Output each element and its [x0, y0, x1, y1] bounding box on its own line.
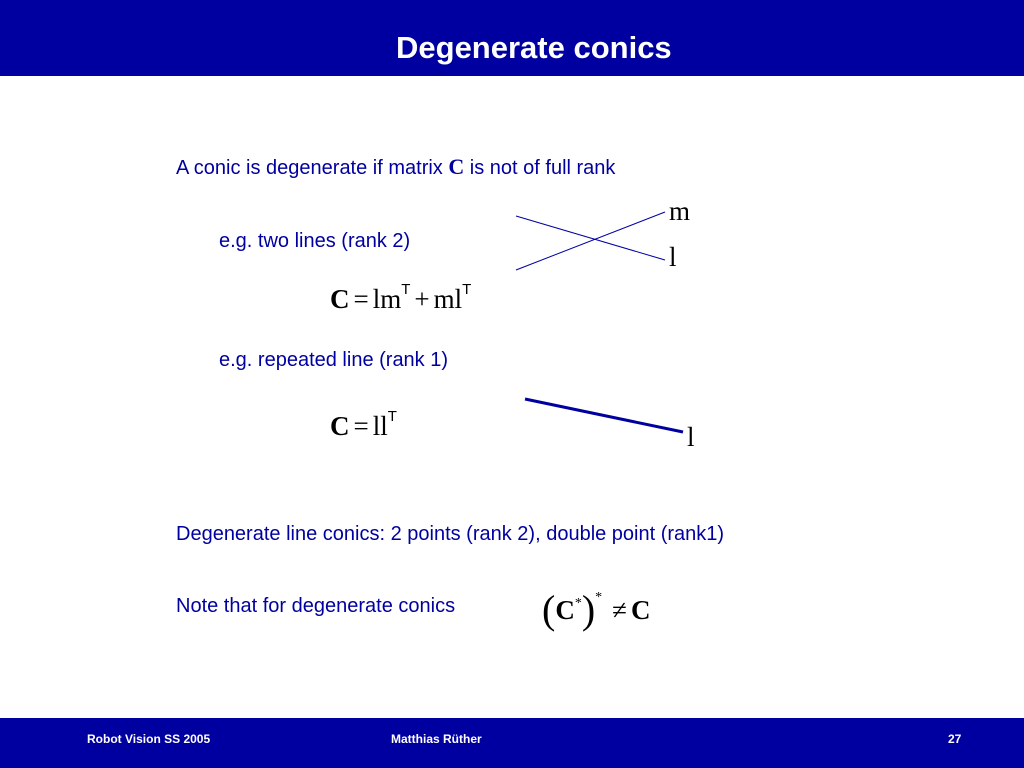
note-text: Note that for degenerate conics	[176, 595, 456, 617]
eq1-transpose1: T	[401, 281, 411, 298]
eq1-transpose2: T	[462, 281, 472, 298]
eq1-equals: =	[353, 284, 369, 314]
repeated-line-label: e.g. repeated line (rank 1)	[219, 349, 449, 371]
line-l	[515, 215, 666, 261]
statement-prefix: A conic is degenerate if matrix	[176, 157, 449, 179]
repeated-line-equation: C=llT	[330, 408, 397, 446]
footer-author: Matthias Rüther	[391, 732, 482, 746]
eq1-term2: ml	[433, 284, 463, 314]
label-l: l	[669, 242, 677, 272]
eq2-lhs: C	[330, 411, 350, 441]
title-bar: Degenerate conics	[0, 0, 1024, 77]
repeated-line-l	[524, 397, 684, 434]
formula-right-paren: )	[581, 587, 596, 632]
matrix-symbol: C	[448, 154, 465, 179]
line-m	[515, 211, 666, 271]
formula-inner-c: C	[555, 595, 575, 625]
degeneracy-statement: A conic is degenerate if matrix C is not…	[176, 155, 615, 180]
footer-bar: Robot Vision SS 2005 Matthias Rüther 27	[0, 718, 1024, 768]
label-repeated-l: l	[687, 422, 695, 452]
eq2-transpose: T	[387, 408, 397, 425]
slide-title: Degenerate conics	[396, 30, 672, 65]
eq2-term: ll	[372, 411, 388, 441]
footer-course: Robot Vision SS 2005	[87, 732, 211, 746]
two-lines-label: e.g. two lines (rank 2)	[219, 230, 411, 252]
eq1-lhs: C	[330, 284, 350, 314]
label-m: m	[669, 196, 691, 226]
eq2-equals: =	[353, 411, 369, 441]
formula-rhs-c: C	[630, 595, 651, 625]
two-lines-equation: C=lmT+mlT	[330, 281, 472, 319]
dual-conic-formula: (C*)*≠C	[542, 590, 651, 631]
formula-outer-star: *	[595, 590, 603, 605]
eq1-plus: +	[414, 284, 430, 314]
formula-inner-star: *	[574, 596, 582, 611]
formula-neq: ≠	[612, 595, 627, 625]
line-conics-statement: Degenerate line conics: 2 points (rank 2…	[176, 523, 725, 545]
eq1-term1: lm	[372, 284, 402, 314]
statement-suffix: is not of full rank	[464, 157, 616, 179]
formula-left-paren: (	[542, 587, 556, 632]
footer-page-number: 27	[948, 732, 962, 746]
